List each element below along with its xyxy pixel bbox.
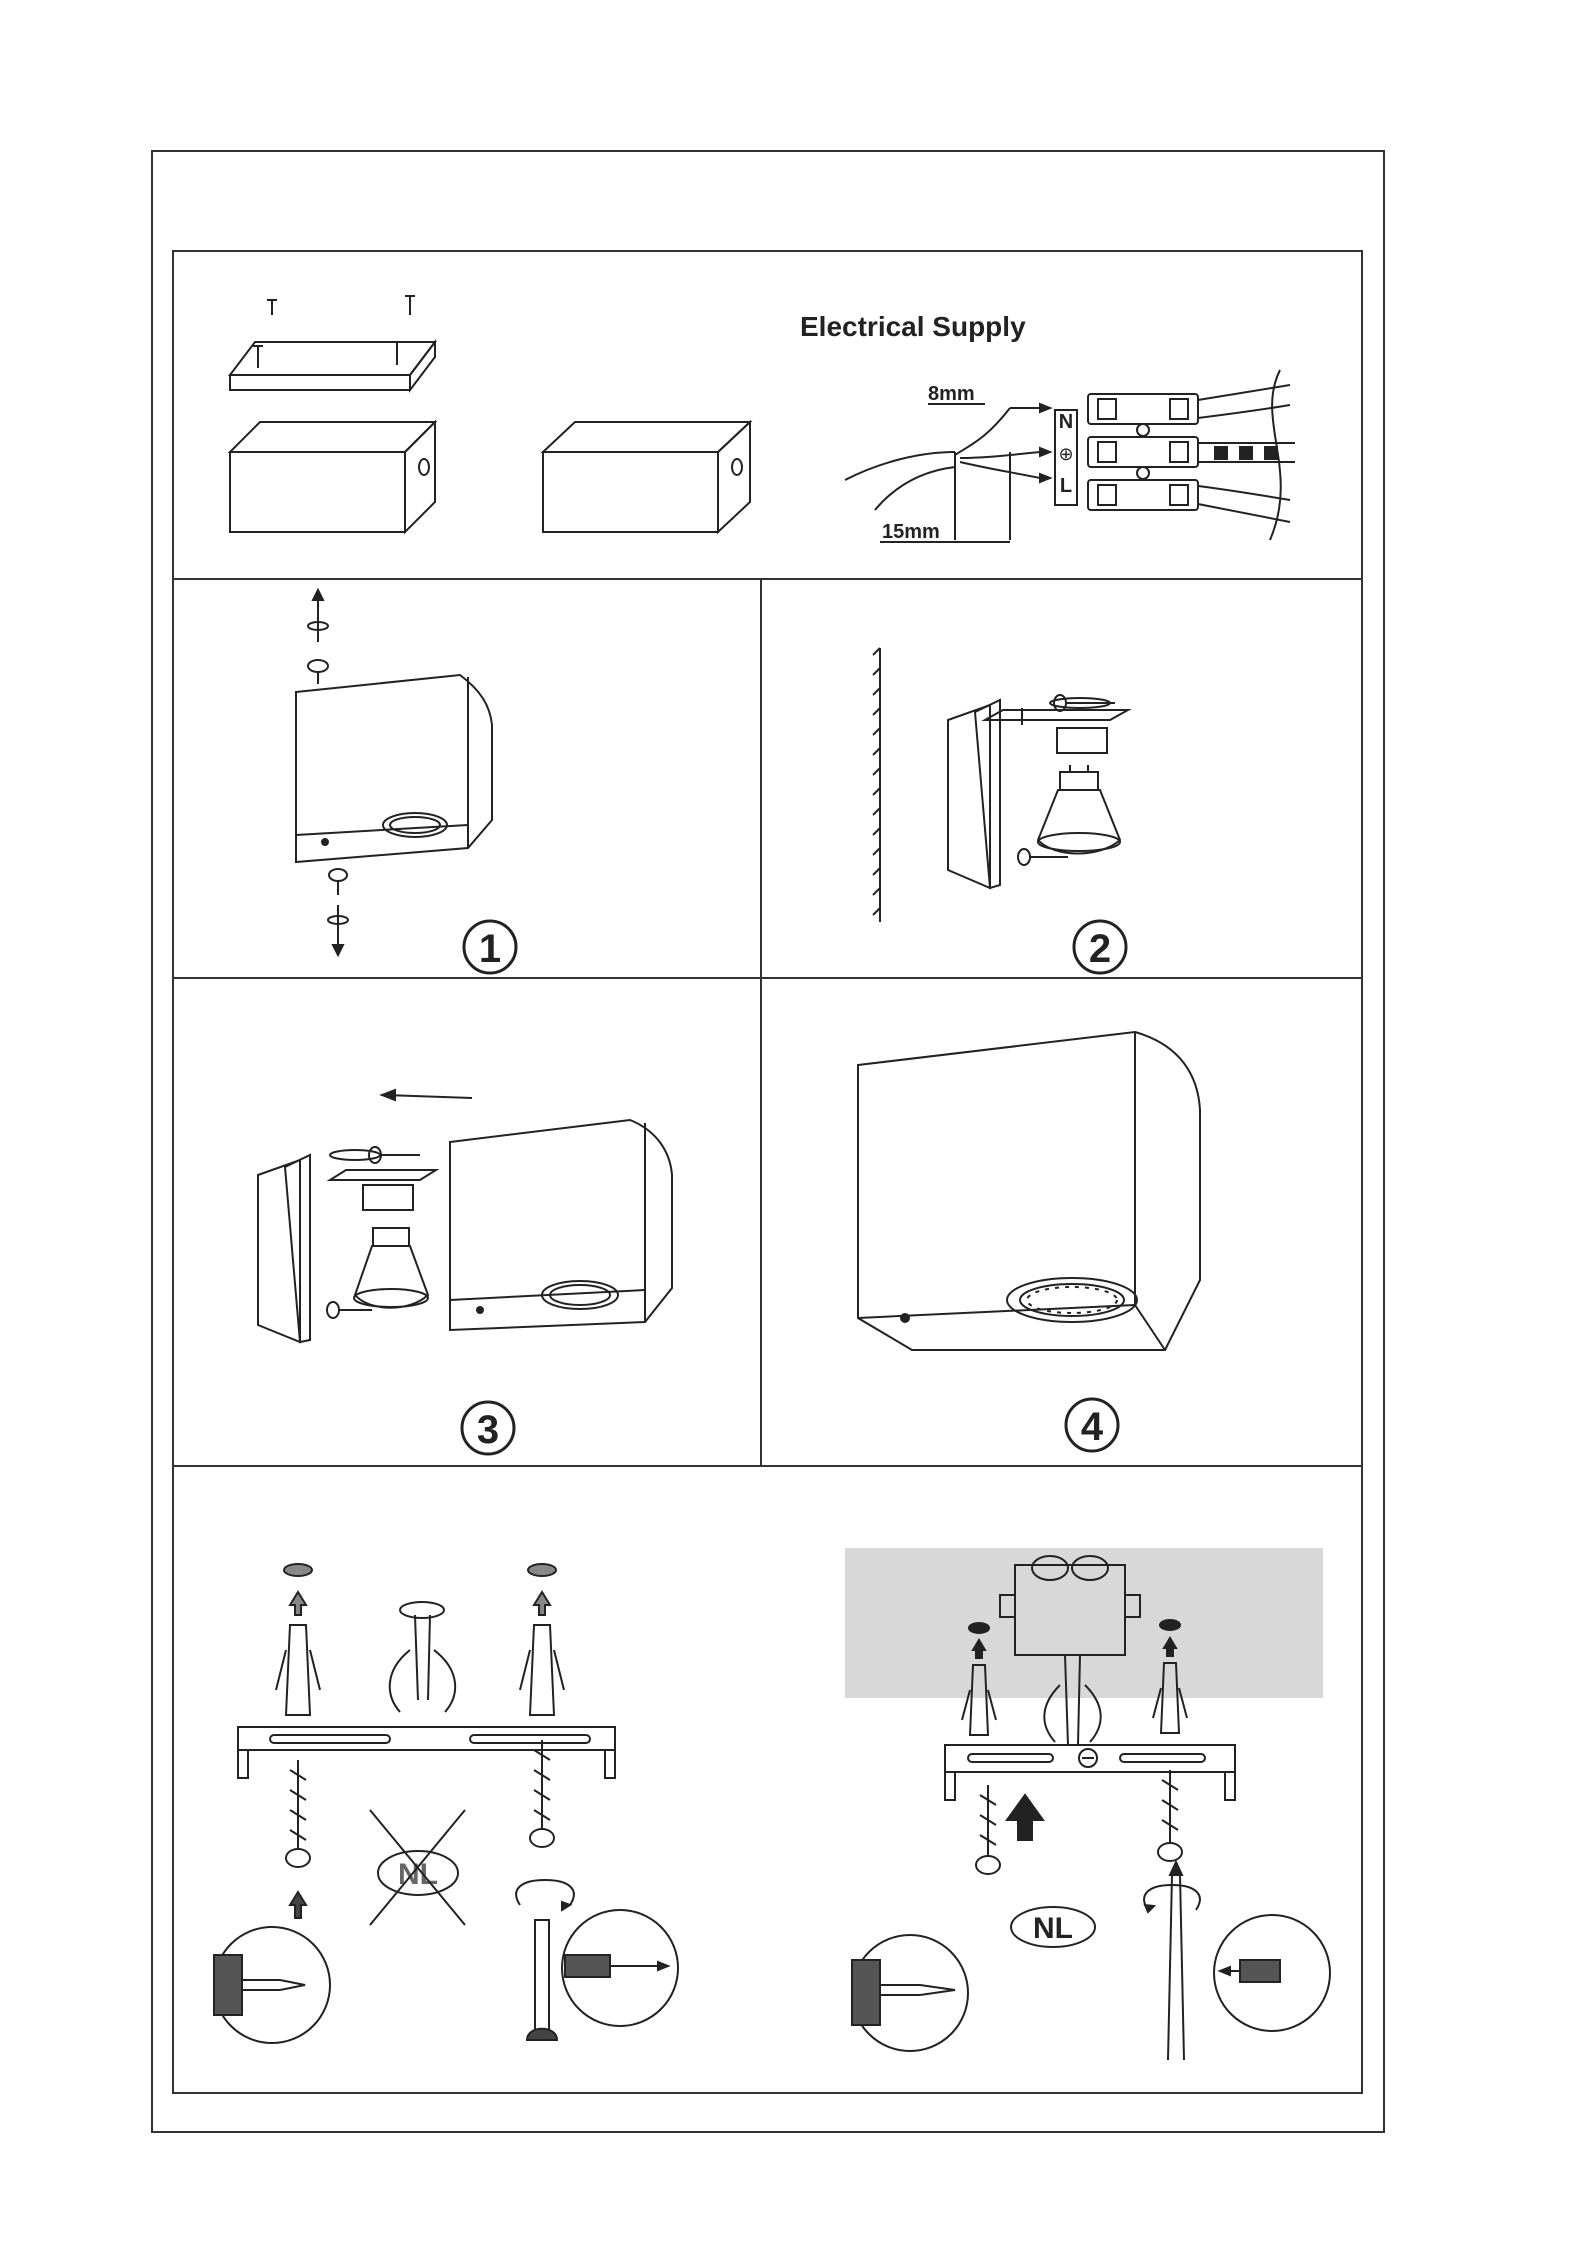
panel-top: Electrical Supply 8mm 15mm N ⊕ L xyxy=(230,296,1295,543)
screw-icon xyxy=(976,1770,1182,1874)
step-4-panel: 4 xyxy=(858,1032,1200,1451)
wall-plug-drawing xyxy=(276,1625,564,1715)
step-3-panel: 3 xyxy=(258,1090,672,1454)
nl-badge-text: NL xyxy=(1033,1912,1073,1945)
terminal-label: N xyxy=(1059,411,1073,433)
terminal-label: L xyxy=(1060,475,1072,497)
cable-drawing xyxy=(845,404,1050,540)
drill-magnifier-icon xyxy=(214,1927,330,2043)
step-2-panel: 2 xyxy=(873,648,1128,973)
terminal-labels: N ⊕ L xyxy=(1055,410,1077,505)
mounting-left-panel: NL xyxy=(214,1564,678,2043)
hole-icon xyxy=(284,1564,312,1576)
electrical-title: Electrical Supply xyxy=(800,311,1026,342)
screw-icon xyxy=(308,660,328,684)
crossed-out-icon: NL xyxy=(370,1810,465,1925)
hole-icon xyxy=(969,1623,989,1633)
screw-icon xyxy=(253,296,415,368)
wall-hatch-drawing xyxy=(873,648,880,922)
junction-box-drawing xyxy=(543,422,750,532)
nl-badge: NL xyxy=(1011,1907,1095,1947)
step-number: 3 xyxy=(477,1408,499,1452)
arrow-up-icon xyxy=(290,1592,550,1615)
screw-arrow-up-icon xyxy=(308,590,328,642)
screw-arrow-down-icon xyxy=(328,905,348,955)
screwdriver-drawing xyxy=(1144,1862,1200,2060)
strip-length-label: 8mm xyxy=(928,383,975,405)
screwdriver-magnifier-icon xyxy=(562,1910,678,2026)
arrow-left-icon xyxy=(382,1090,472,1100)
lamp-housing-drawing xyxy=(450,1120,672,1330)
arrow-up-icon xyxy=(290,1892,306,1918)
terminal-label: ⊕ xyxy=(1058,444,1073,464)
screw-icon xyxy=(329,869,347,895)
step-number: 4 xyxy=(1081,1405,1104,1449)
step-number: 1 xyxy=(479,927,501,971)
sheath-length-label: 15mm xyxy=(882,521,940,543)
junction-box-drawing xyxy=(230,422,435,532)
hole-icon xyxy=(1160,1620,1180,1630)
step-number: 2 xyxy=(1089,927,1111,971)
lamp-housing-drawing xyxy=(858,1032,1200,1350)
drill-magnifier-icon xyxy=(852,1935,968,2051)
arrow-up-icon xyxy=(1007,1795,1043,1840)
gu10-bulb-drawing xyxy=(354,1185,428,1308)
hole-icon xyxy=(528,1564,556,1576)
gu10-bulb-drawing xyxy=(1038,728,1120,854)
cable-clamp-drawing xyxy=(390,1602,455,1712)
ceiling-bracket-drawing xyxy=(238,1727,615,1778)
terminal-block-drawing xyxy=(1088,370,1295,540)
mounting-right-panel: NL xyxy=(845,1548,1330,2060)
screwdriver-magnifier-icon xyxy=(1214,1915,1330,2031)
ceiling-surface xyxy=(845,1548,1323,1698)
box-lid-drawing xyxy=(230,342,435,390)
step-1-panel: 1 xyxy=(296,590,516,973)
lamp-housing-drawing xyxy=(296,675,492,862)
screw-icon xyxy=(286,1740,554,1867)
